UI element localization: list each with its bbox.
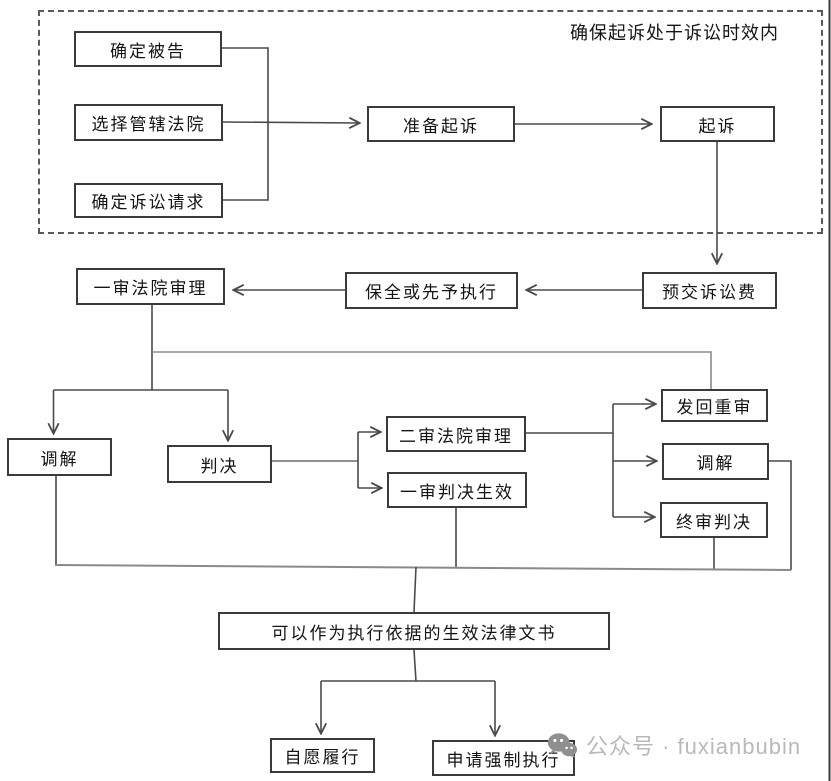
node-mediation-second: 调解 xyxy=(662,443,769,480)
node-prepay-fee: 预交诉讼费 xyxy=(642,272,777,309)
node-first-judgment-effective: 一审判决生效 xyxy=(387,472,527,508)
node-second-instance-trial: 二审法院审理 xyxy=(386,416,526,452)
node-remand-retrial: 发回重审 xyxy=(661,389,768,422)
connector-group-middle xyxy=(54,305,712,517)
node-first-instance-trial: 一审法院审理 xyxy=(76,268,225,305)
node-mediation-first: 调解 xyxy=(7,438,112,476)
watermark: 公众号 · fuxianbubin xyxy=(547,729,801,761)
node-effective-documents: 可以作为执行依据的生效法律文书 xyxy=(218,612,610,650)
node-judgment: 判决 xyxy=(167,445,272,483)
node-apply-enforcement: 申请强制执行 xyxy=(432,740,575,776)
node-determine-defendant: 确定被告 xyxy=(74,31,222,67)
statute-note-label: 确保起诉处于诉讼时效内 xyxy=(570,23,779,43)
node-voluntary-performance: 自愿履行 xyxy=(270,738,375,773)
node-prepare-lawsuit: 准备起诉 xyxy=(367,106,515,142)
wechat-icon xyxy=(547,733,577,758)
node-file-lawsuit: 起诉 xyxy=(660,106,775,142)
statute-limitation-region xyxy=(38,10,823,234)
connector-group-bottom xyxy=(54,460,792,735)
node-preservation: 保全或先予执行 xyxy=(345,272,518,309)
connector-group-top xyxy=(221,47,717,290)
node-final-judgment: 终审判决 xyxy=(660,502,768,538)
node-choose-court: 选择管辖法院 xyxy=(74,104,223,141)
node-determine-claims: 确定诉讼请求 xyxy=(74,183,223,218)
watermark-text: 公众号 · fuxianbubin xyxy=(586,734,802,759)
